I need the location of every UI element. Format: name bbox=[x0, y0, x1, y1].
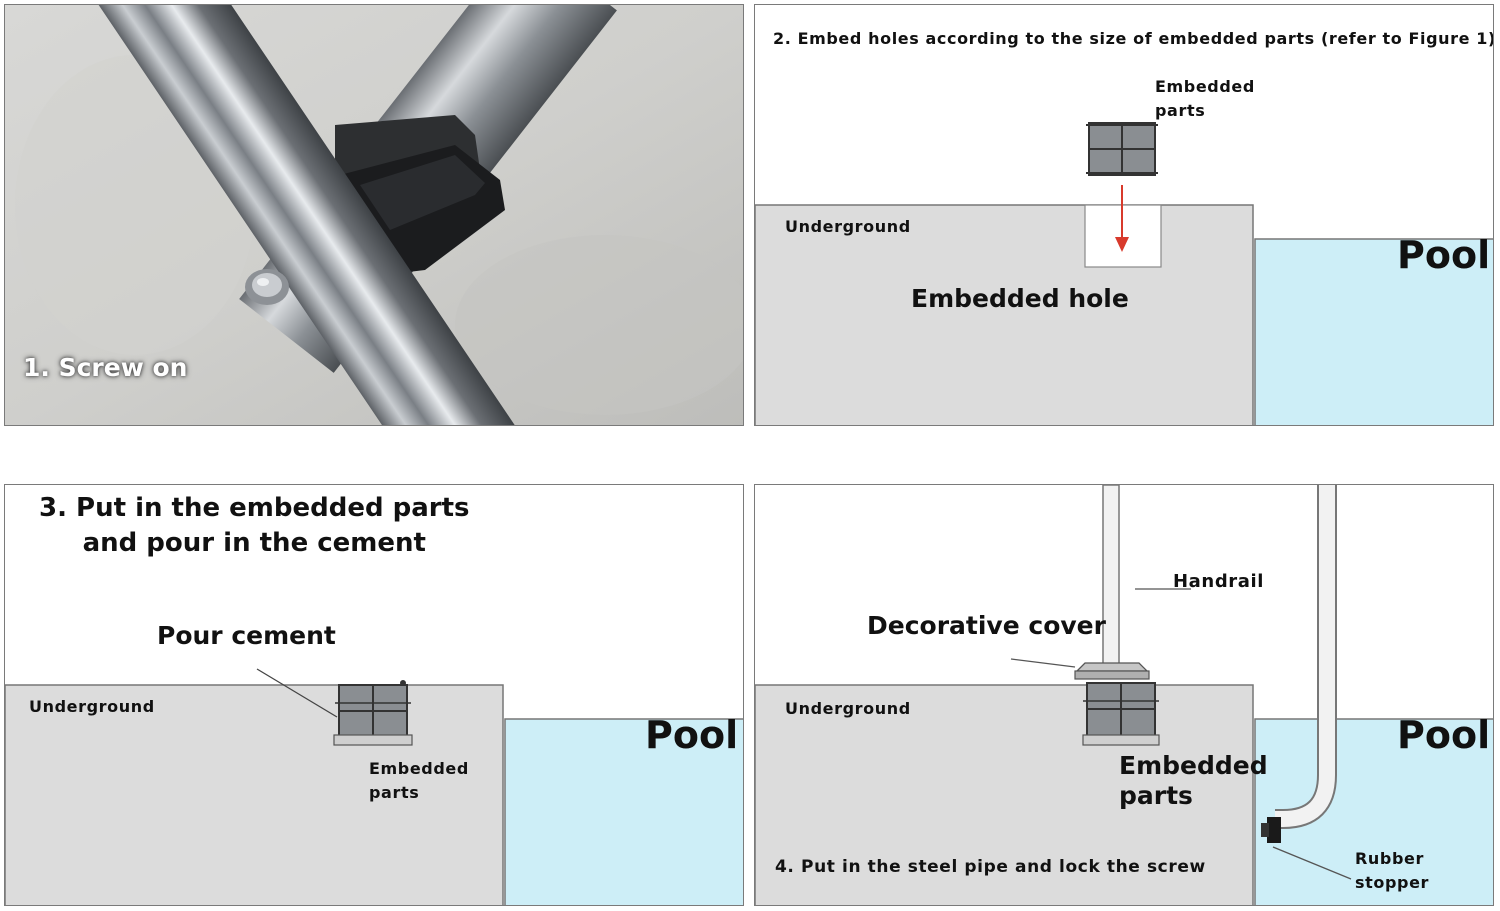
panel-step-1: 1. Screw on bbox=[4, 4, 744, 426]
pool-label: Pool bbox=[1397, 713, 1491, 757]
embedded-part bbox=[1082, 682, 1160, 746]
ground-block bbox=[5, 684, 504, 905]
down-arrow bbox=[1115, 185, 1129, 252]
underground-label: Underground bbox=[785, 217, 911, 236]
step-2-title: 2. Embed holes according to the size of … bbox=[773, 29, 1494, 48]
pool-label: Pool bbox=[645, 713, 739, 757]
ladder-photo bbox=[5, 5, 743, 425]
pour-cement-label: Pour cement bbox=[157, 621, 336, 650]
decorative-cover-label: Decorative cover bbox=[867, 611, 1106, 640]
embedded-part bbox=[1086, 122, 1158, 176]
pool-water bbox=[1254, 238, 1493, 425]
step-3-title: 3. Put in the embedded parts and pour in… bbox=[39, 491, 470, 561]
pour-cement-diagram bbox=[5, 668, 743, 905]
rubber-stopper-label-line-1: Rubber bbox=[1355, 849, 1424, 868]
rubber-stopper-pointer bbox=[1272, 846, 1352, 880]
panel-step-2: 2. Embed holes according to the size of … bbox=[754, 4, 1494, 426]
handrail-label: Handrail bbox=[1173, 571, 1265, 592]
ground-block bbox=[755, 684, 1254, 905]
embedded-parts-label-line-2: parts bbox=[369, 783, 420, 802]
embedded-parts-label-line-1: Embedded bbox=[369, 759, 469, 778]
step-4-label: 4. Put in the steel pipe and lock the sc… bbox=[775, 857, 1206, 877]
underground-label: Underground bbox=[29, 697, 155, 716]
pool-label: Pool bbox=[1397, 233, 1491, 277]
embedded-parts-label-line-1: Embedded bbox=[1155, 77, 1255, 96]
ladder-pipe bbox=[1275, 485, 1337, 829]
pool-water bbox=[504, 718, 743, 905]
rubber-stopper bbox=[1261, 817, 1281, 843]
embedded-parts-label-line-2: parts bbox=[1119, 781, 1193, 810]
decorative-cover bbox=[1074, 662, 1150, 680]
decorative-cover-pointer bbox=[1010, 658, 1076, 668]
steel-pipe-diagram bbox=[755, 485, 1493, 905]
embedded-part bbox=[333, 680, 413, 746]
embedded-parts-label-line-1: Embedded bbox=[1119, 751, 1268, 780]
pour-cement-pointer bbox=[256, 668, 338, 718]
panel-step-3: 3. Put in the embedded parts and pour in… bbox=[4, 484, 744, 906]
step-3-title-line-1: 3. Put in the embedded parts bbox=[39, 493, 470, 523]
screw-head bbox=[245, 269, 289, 305]
underground-label: Underground bbox=[785, 699, 911, 718]
ground-block bbox=[755, 204, 1254, 425]
embed-hole-diagram bbox=[755, 122, 1493, 425]
embedded-parts-label-line-2: parts bbox=[1155, 101, 1206, 120]
step-3-title-line-2: and pour in the cement bbox=[82, 528, 426, 558]
embedded-hole-label: Embedded hole bbox=[911, 284, 1129, 313]
rubber-stopper-label-line-2: stopper bbox=[1355, 873, 1430, 892]
panel-step-4: Handrail Decorative cover Underground Em… bbox=[754, 484, 1494, 906]
step-1-label: 1. Screw on bbox=[23, 353, 188, 382]
